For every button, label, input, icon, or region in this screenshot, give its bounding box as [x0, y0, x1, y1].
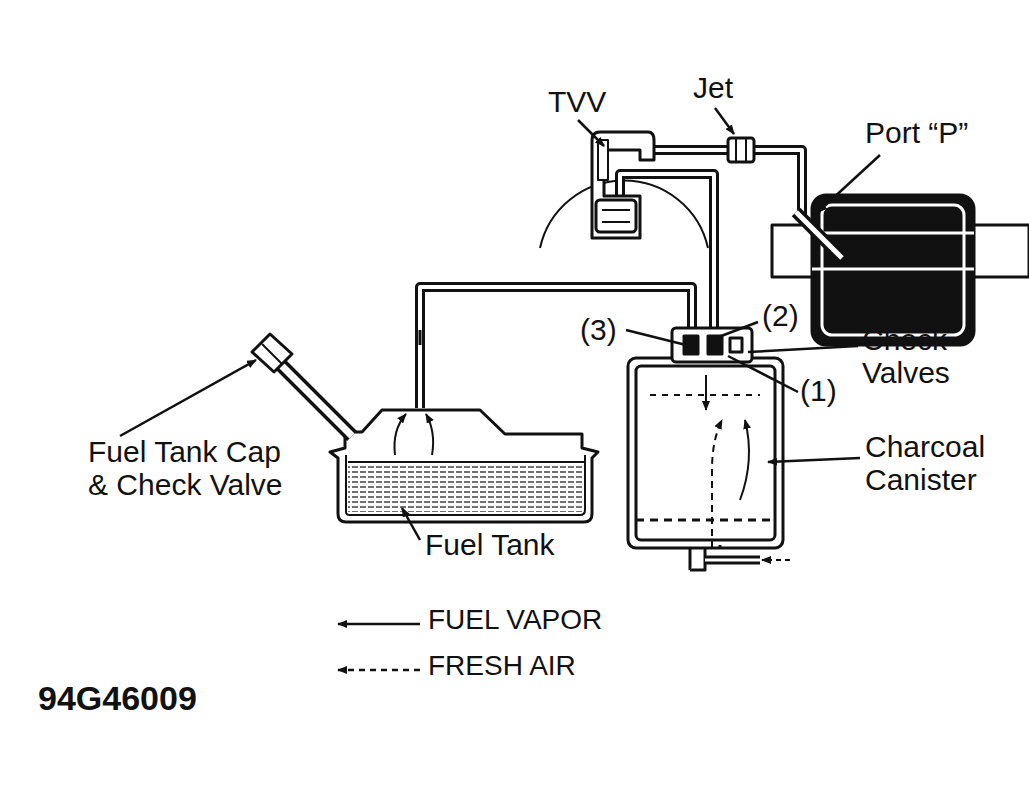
part-label: Check Valves: [862, 323, 997, 389]
part-label: Fuel Tank Cap & Check Valve: [88, 435, 303, 501]
throttle-body: [772, 195, 1029, 345]
part-label: Port “P”: [865, 116, 968, 149]
vacuum-line: [640, 150, 802, 218]
tvv-valve: [592, 132, 654, 238]
filler-neck-cap: [252, 334, 352, 436]
figure-id: 94G46009: [38, 680, 197, 717]
callout-number: (1): [800, 374, 837, 407]
callout-number: (3): [580, 313, 617, 346]
part-label: TVV: [548, 85, 606, 118]
callout-number: (2): [762, 299, 799, 332]
charcoal-canister: [628, 358, 790, 570]
legend-text: FUEL VAPOR: [428, 605, 602, 636]
part-label: Fuel Tank: [425, 528, 555, 561]
legend-samples: [338, 624, 420, 670]
jet-restrictor: [728, 138, 754, 162]
fuel-tank: [330, 410, 598, 522]
legend-text: FRESH AIR: [428, 651, 576, 682]
part-label: Charcoal Canister: [865, 430, 1015, 496]
part-label: Jet: [693, 71, 733, 104]
